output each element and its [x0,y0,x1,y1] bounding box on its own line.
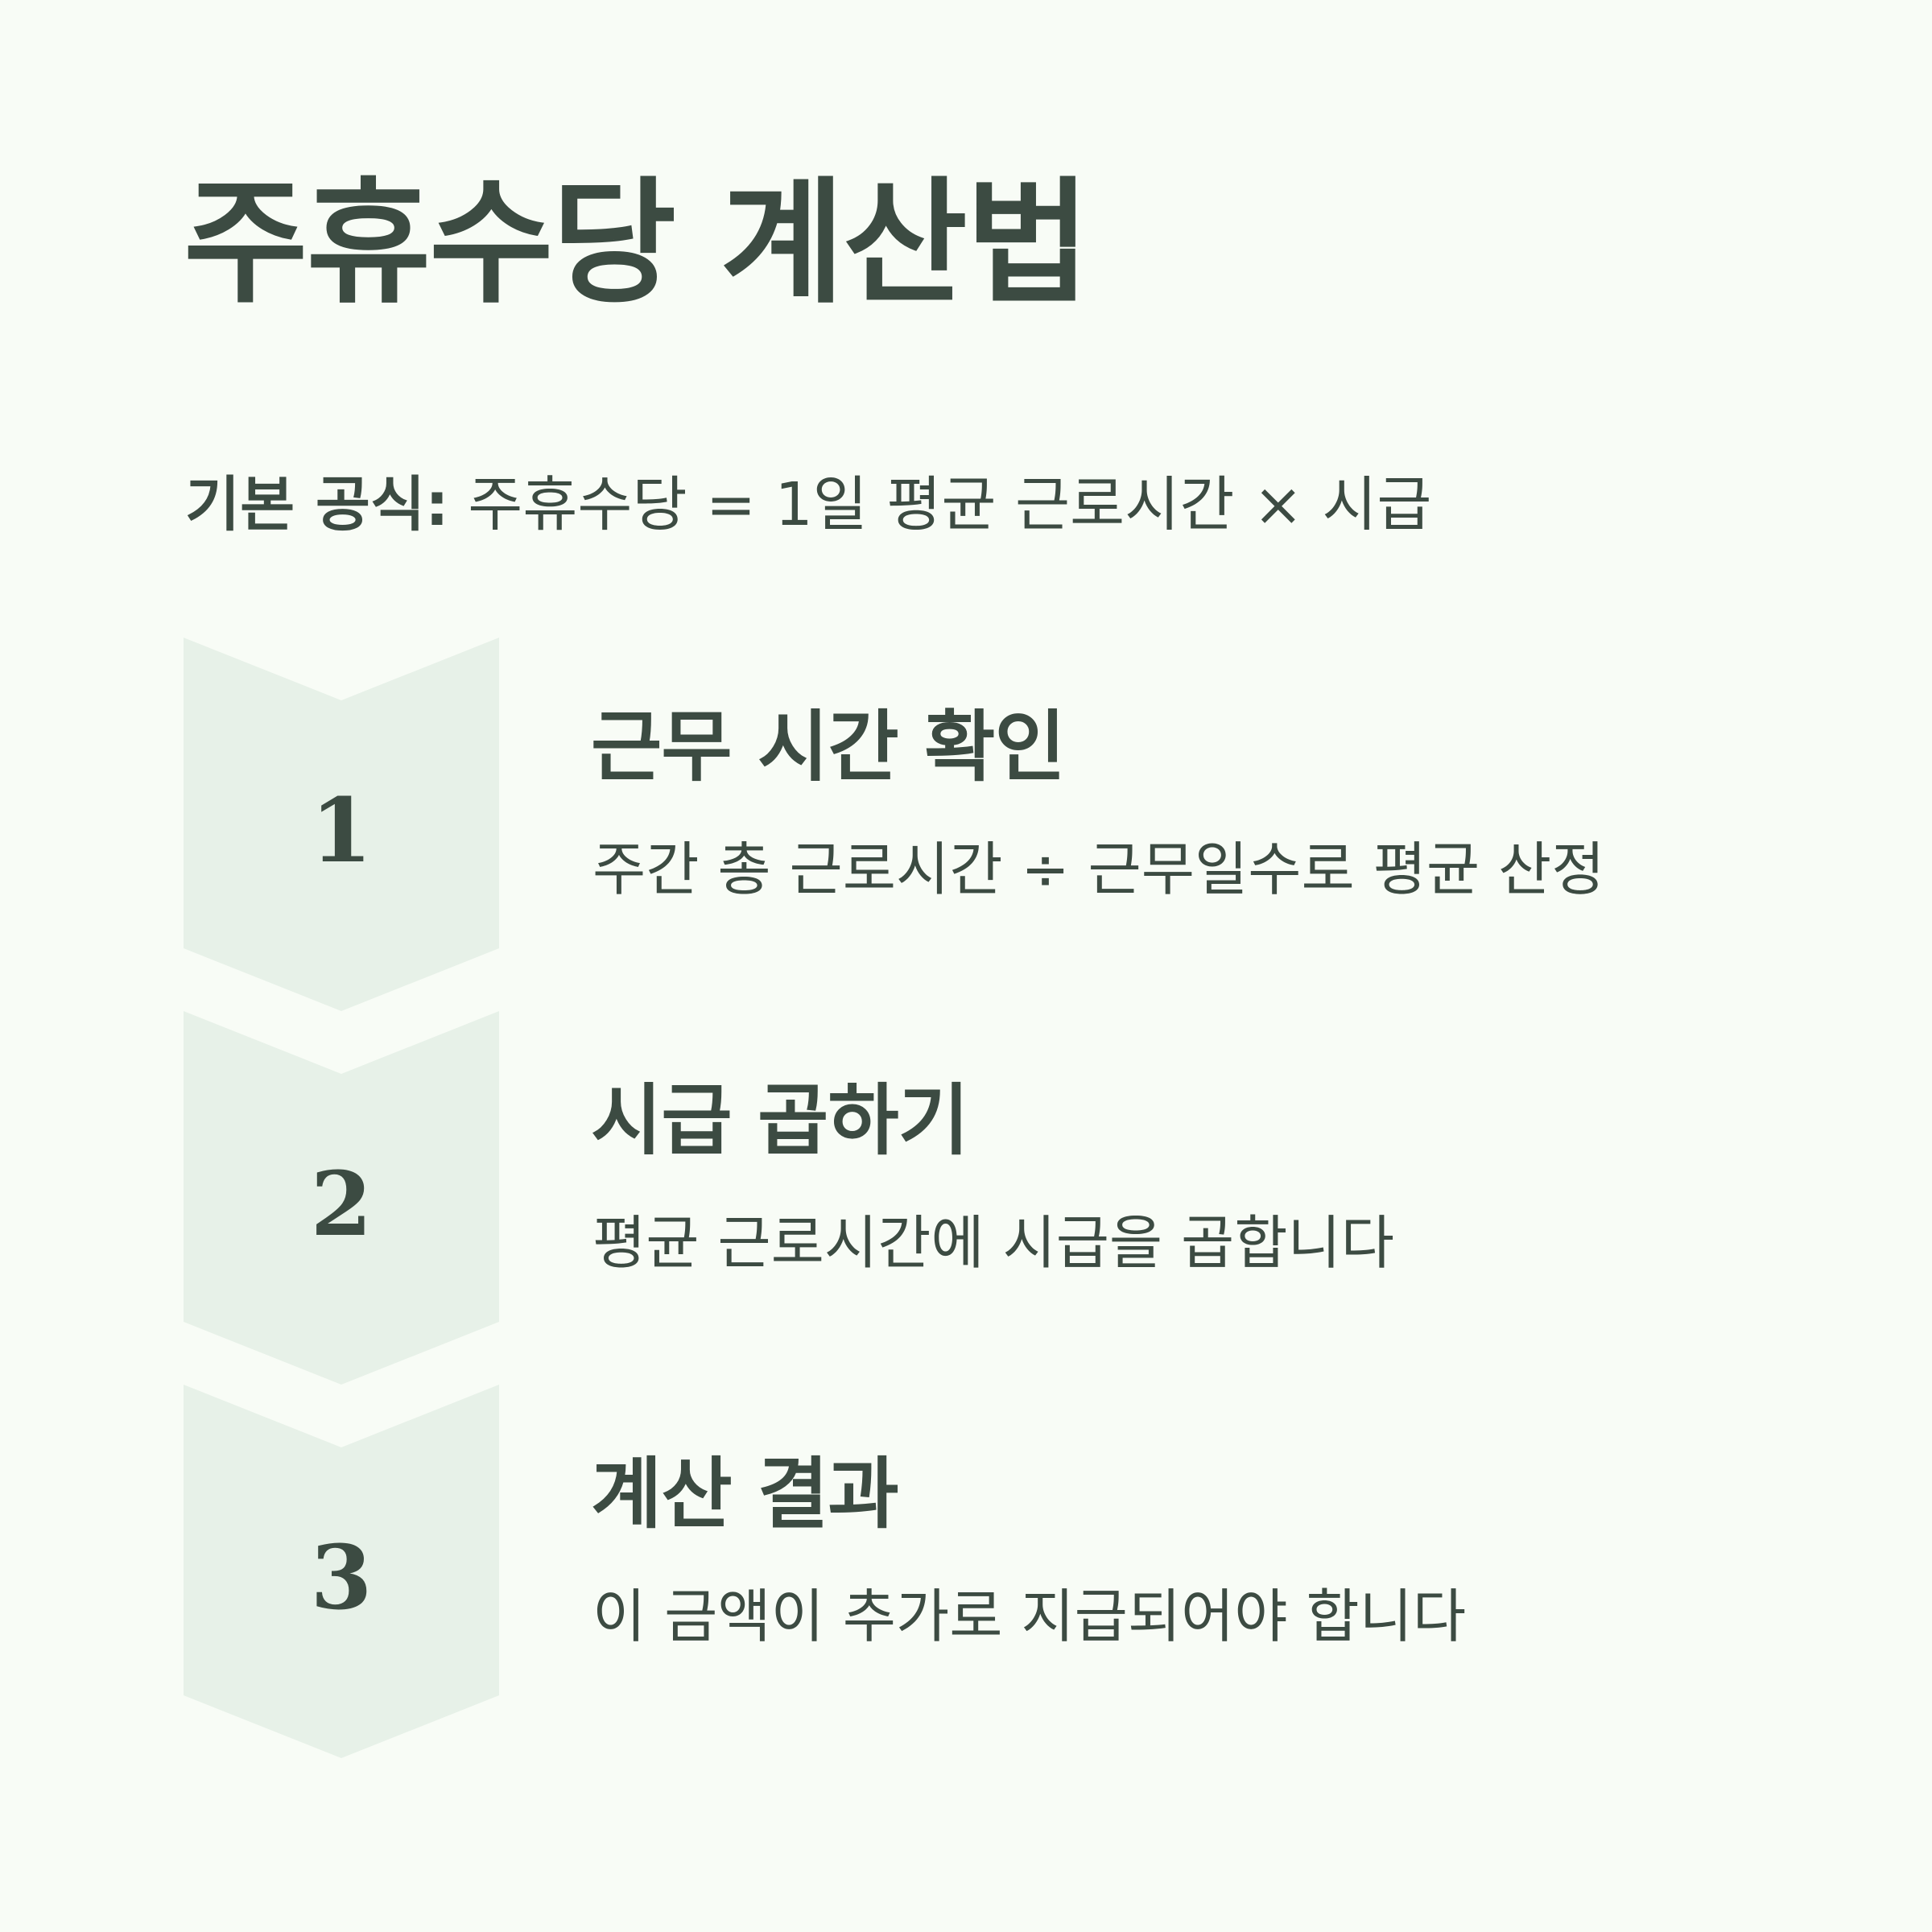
step-2-description: 평균 근로시간에 시급을 곱합니다 [592,1209,1395,1277]
page-title: 주휴수당 계산법 [184,164,1090,322]
step-1: 1 근무 시간 확인 주간 총 근로시간 ÷ 근무일수로 평균 산정 [0,638,1932,1011]
step-3: 3 계산 결과 이 금액이 추가로 지급되어야 합니다 [0,1385,1932,1758]
step-3-number: 3 [310,1525,373,1629]
formula-text: 주휴수당 = 1일 평균 근로시간 × 시급 [468,470,1432,539]
basic-formula: 기본 공식: 주휴수당 = 1일 평균 근로시간 × 시급 [185,475,1431,535]
step-2-chevron: 2 [184,1011,499,1385]
step-1-description: 주간 총 근로시간 ÷ 근무일수로 평균 산정 [592,836,1605,903]
formula-label: 기본 공식: [185,470,449,539]
step-3-description: 이 금액이 추가로 지급되어야 합니다 [592,1583,1467,1650]
chevron-shape [184,1385,499,1758]
chevron-shape [184,638,499,1011]
step-1-title: 근무 시간 확인 [591,702,1066,792]
step-2: 2 시급 곱하기 평균 근로시간에 시급을 곱합니다 [0,1011,1932,1385]
chevron-shape [184,1011,499,1385]
step-2-number: 2 [310,1152,373,1256]
step-1-chevron: 1 [184,638,499,1011]
step-2-title: 시급 곱하기 [591,1075,969,1166]
step-3-title: 계산 결과 [591,1449,899,1539]
step-3-chevron: 3 [184,1385,499,1758]
step-1-number: 1 [310,778,373,882]
